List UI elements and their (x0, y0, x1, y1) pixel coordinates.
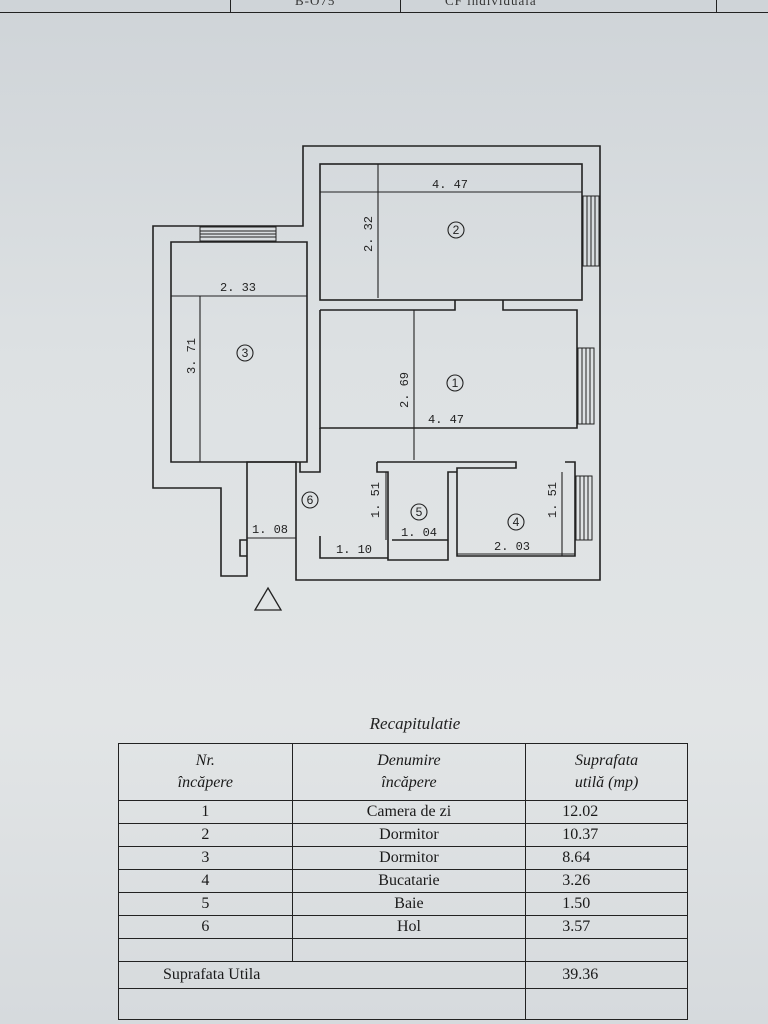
row-name: Dormitor (291, 823, 527, 847)
row-nr: 6 (118, 915, 293, 939)
hall-wall (299, 428, 321, 473)
row-nr: 4 (118, 869, 293, 893)
dim-kitchen-width: 2. 03 (494, 540, 530, 554)
row-area: 1.50 (525, 892, 688, 916)
empty-row (117, 988, 688, 1020)
header-cell: CF individuala (400, 0, 717, 12)
room-2-outline (319, 163, 583, 301)
table-row: 6 Hol 3.57 (118, 915, 688, 939)
outer-wall (152, 145, 601, 581)
dim-room1-height: 2. 69 (398, 372, 412, 408)
lower-partition (377, 461, 576, 557)
room-3-outline (170, 241, 308, 463)
floor-plan: 4. 47 2. 32 2. 33 3. 71 2. 69 4. 47 1. 0… (152, 145, 601, 611)
row-area: 3.57 (525, 915, 688, 939)
room-1-number: 1 (452, 376, 459, 390)
table-row: 3 Dormitor 8.64 (118, 846, 688, 870)
total-label: Suprafata Utila (117, 961, 527, 989)
dim-room2-width: 4. 47 (432, 178, 468, 192)
dim-bath-width: 1. 04 (401, 526, 437, 540)
room-6-number: 6 (307, 493, 314, 507)
header-fragment-right: CF individuala (445, 0, 537, 8)
header-table-fragment: B-O75 CF individuala (0, 0, 768, 13)
row-area: 3.26 (525, 869, 688, 893)
hall-inner (319, 536, 388, 559)
recap-header-row: Nr. încăpere Denumire încăpere Suprafata… (118, 743, 688, 801)
table-row: 2 Dormitor 10.37 (118, 823, 688, 847)
table-row: 1 Camera de zi 12.02 (118, 800, 688, 824)
table-row: 4 Bucatarie 3.26 (118, 869, 688, 893)
entrance-triangle-icon (253, 586, 283, 611)
room-6-marker (301, 491, 319, 509)
row-name: Bucatarie (291, 869, 527, 893)
row-name: Camera de zi (291, 800, 527, 824)
dim-hall-height: 1. 51 (369, 482, 383, 518)
room-3-marker (236, 344, 254, 362)
window-right-middle (577, 347, 595, 425)
dim-room2-height: 2. 32 (362, 216, 376, 252)
row-nr: 5 (118, 892, 293, 916)
row-name: Dormitor (291, 846, 527, 870)
room-3-number: 3 (242, 346, 249, 360)
dim-kitchen-height: 1. 51 (546, 482, 560, 518)
room-2-marker (447, 221, 465, 239)
header-name: Denumire încăpere (291, 743, 527, 801)
row-name: Baie (291, 892, 527, 916)
window-top-left (199, 226, 277, 242)
row-area: 10.37 (525, 823, 688, 847)
room-4-number: 4 (513, 515, 520, 529)
dim-room1-width: 4. 47 (428, 413, 464, 427)
room-5-number: 5 (416, 505, 423, 519)
empty-row (118, 938, 688, 962)
recap-table: Nr. încăpere Denumire încăpere Suprafata… (117, 743, 688, 1020)
header-nr: Nr. încăpere (118, 743, 293, 801)
room-5-marker (410, 503, 428, 521)
window-right-top (582, 195, 600, 267)
dim-room3-height: 3. 71 (185, 338, 199, 374)
header-area: Suprafata utilă (mp) (525, 743, 688, 801)
row-nr: 3 (118, 846, 293, 870)
room-2-number: 2 (453, 223, 460, 237)
header-cell (716, 0, 768, 12)
row-name: Hol (291, 915, 527, 939)
dim-hall-width: 1. 08 (252, 523, 288, 537)
dim-hall-lower-width: 1. 10 (336, 543, 372, 557)
recap-title: Recapitulatie (369, 714, 461, 733)
room-1-outline (319, 300, 578, 429)
row-area: 12.02 (525, 800, 688, 824)
total-row: Suprafata Utila 39.36 (117, 961, 688, 989)
window-right-bottom (575, 475, 593, 541)
room-1-marker (446, 374, 464, 392)
total-value: 39.36 (525, 961, 688, 989)
header-fragment-left: B-O75 (295, 0, 336, 8)
row-area: 8.64 (525, 846, 688, 870)
table-row: 5 Baie 1.50 (118, 892, 688, 916)
row-nr: 1 (118, 800, 293, 824)
room-4-marker (507, 513, 525, 531)
header-cell: B-O75 (230, 0, 401, 12)
row-nr: 2 (118, 823, 293, 847)
entry-wall (239, 539, 247, 557)
bath-wall (376, 462, 457, 561)
dim-room3-width: 2. 33 (220, 281, 256, 295)
